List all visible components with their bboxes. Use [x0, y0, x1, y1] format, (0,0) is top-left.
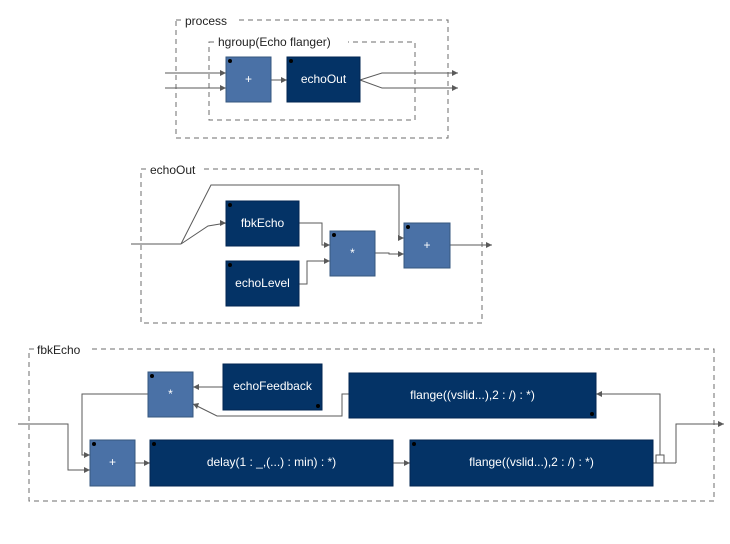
- echoout-group: echoOut: [140, 162, 483, 324]
- echoout-group-label: echoOut: [150, 163, 196, 177]
- block-fbkecho-echofeedback[interactable]: echoFeedback: [222, 363, 323, 411]
- block-fbkecho-flange-bottom-label: flange((vslid...),2 : /) : *): [469, 455, 594, 469]
- process-group-label: process: [185, 14, 227, 28]
- block-fbkecho-multiply[interactable]: *: [147, 371, 194, 418]
- block-echoout-fbkecho-label: fbkEcho: [241, 216, 285, 230]
- block-fbkecho-plus-label: +: [109, 455, 116, 469]
- block-process-echoout[interactable]: echoOut: [286, 56, 361, 103]
- block-echoout-plus-label: +: [423, 238, 430, 252]
- block-fbkecho-flange-top[interactable]: flange((vslid...),2 : /) : *): [348, 372, 597, 419]
- block-fbkecho-echofeedback-label: echoFeedback: [233, 379, 313, 393]
- block-fbkecho-delay-label: delay(1 : _,(...) : min) : *): [207, 455, 336, 469]
- block-process-plus[interactable]: +: [225, 56, 272, 103]
- fbkecho-group: fbkEcho: [28, 342, 715, 502]
- process-wires: [165, 70, 458, 91]
- hgroup-label: hgroup(Echo flanger): [218, 35, 331, 49]
- block-echoout-multiply-label: *: [350, 246, 355, 260]
- hgroup-echo-flanger: hgroup(Echo flanger): [208, 35, 416, 121]
- echoout-wires: [131, 184, 492, 285]
- block-echoout-echolevel-label: echoLevel: [235, 276, 290, 290]
- block-echoout-echolevel[interactable]: echoLevel: [225, 260, 300, 307]
- block-echoout-fbkecho[interactable]: fbkEcho: [225, 200, 300, 247]
- block-echoout-multiply[interactable]: *: [329, 230, 376, 277]
- fbkecho-output-marker: [655, 454, 665, 464]
- block-echoout-plus[interactable]: +: [403, 222, 451, 269]
- block-process-plus-label: +: [245, 72, 252, 86]
- block-fbkecho-multiply-label: *: [168, 387, 173, 401]
- block-fbkecho-flange-bottom[interactable]: flange((vslid...),2 : /) : *): [409, 439, 654, 487]
- fbkecho-group-label: fbkEcho: [37, 343, 81, 357]
- block-fbkecho-delay[interactable]: delay(1 : _,(...) : min) : *): [149, 439, 394, 487]
- block-fbkecho-flange-top-label: flange((vslid...),2 : /) : *): [410, 388, 535, 402]
- process-group: process: [175, 13, 449, 139]
- block-fbkecho-plus[interactable]: +: [89, 439, 136, 487]
- block-process-echoout-label: echoOut: [301, 72, 347, 86]
